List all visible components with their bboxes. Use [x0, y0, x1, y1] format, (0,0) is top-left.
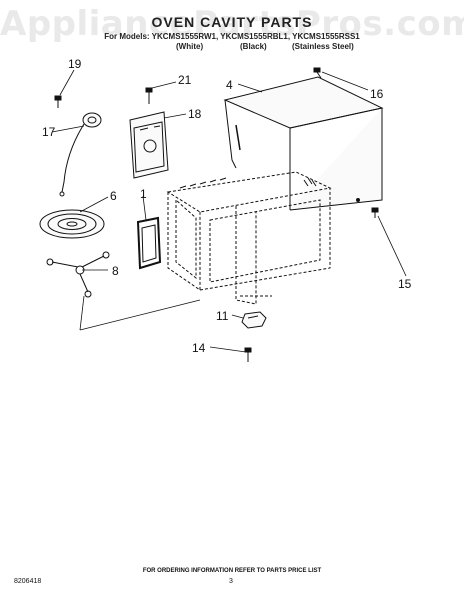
part-roller-support: [46, 251, 110, 298]
part-gasket: [136, 216, 162, 270]
variant-white: (White): [176, 42, 204, 51]
callout-15: 15: [398, 277, 412, 291]
part-oven-cavity: [166, 171, 332, 305]
part-turntable-motor: [59, 112, 102, 197]
variant-black: (Black): [240, 42, 267, 51]
page-number: 3: [229, 578, 233, 585]
part-screw-19: [54, 95, 62, 108]
page-title: OVEN CAVITY PARTS: [151, 14, 313, 30]
callout-4: 4: [226, 78, 233, 92]
part-screw-14: [244, 347, 252, 362]
leader-lines: [51, 69, 407, 353]
part-bracket-cover: [129, 111, 169, 179]
callout-17: 17: [42, 125, 56, 139]
part-glass-tray: [39, 209, 105, 239]
callout-6: 6: [110, 189, 117, 203]
document-number: 8206418: [14, 578, 42, 585]
callout-21: 21: [178, 73, 192, 87]
ordering-note: FOR ORDERING INFORMATION REFER TO PARTS …: [142, 568, 322, 574]
variant-stainless: (Stainless Steel): [292, 42, 354, 51]
callout-11: 11: [216, 309, 229, 323]
part-cavity-vents: [179, 177, 317, 189]
watermark-logo: AppliancePartsPros.com: [0, 4, 464, 44]
part-screw-15: [371, 207, 379, 218]
callout-19: 19: [68, 57, 82, 71]
callout-14: 14: [192, 341, 206, 355]
callout-8: 8: [112, 264, 119, 278]
part-wrapper-cabinet: [223, 76, 384, 211]
callout-18: 18: [188, 107, 202, 121]
part-screw-21: [145, 87, 153, 104]
callout-16: 16: [370, 87, 384, 101]
part-screw-16: [313, 67, 322, 79]
part-foot: [241, 311, 267, 329]
callout-1: 1: [140, 187, 147, 201]
model-list: For Models: YKCMS1555RW1, YKCMS1555RBL1,…: [104, 32, 360, 41]
